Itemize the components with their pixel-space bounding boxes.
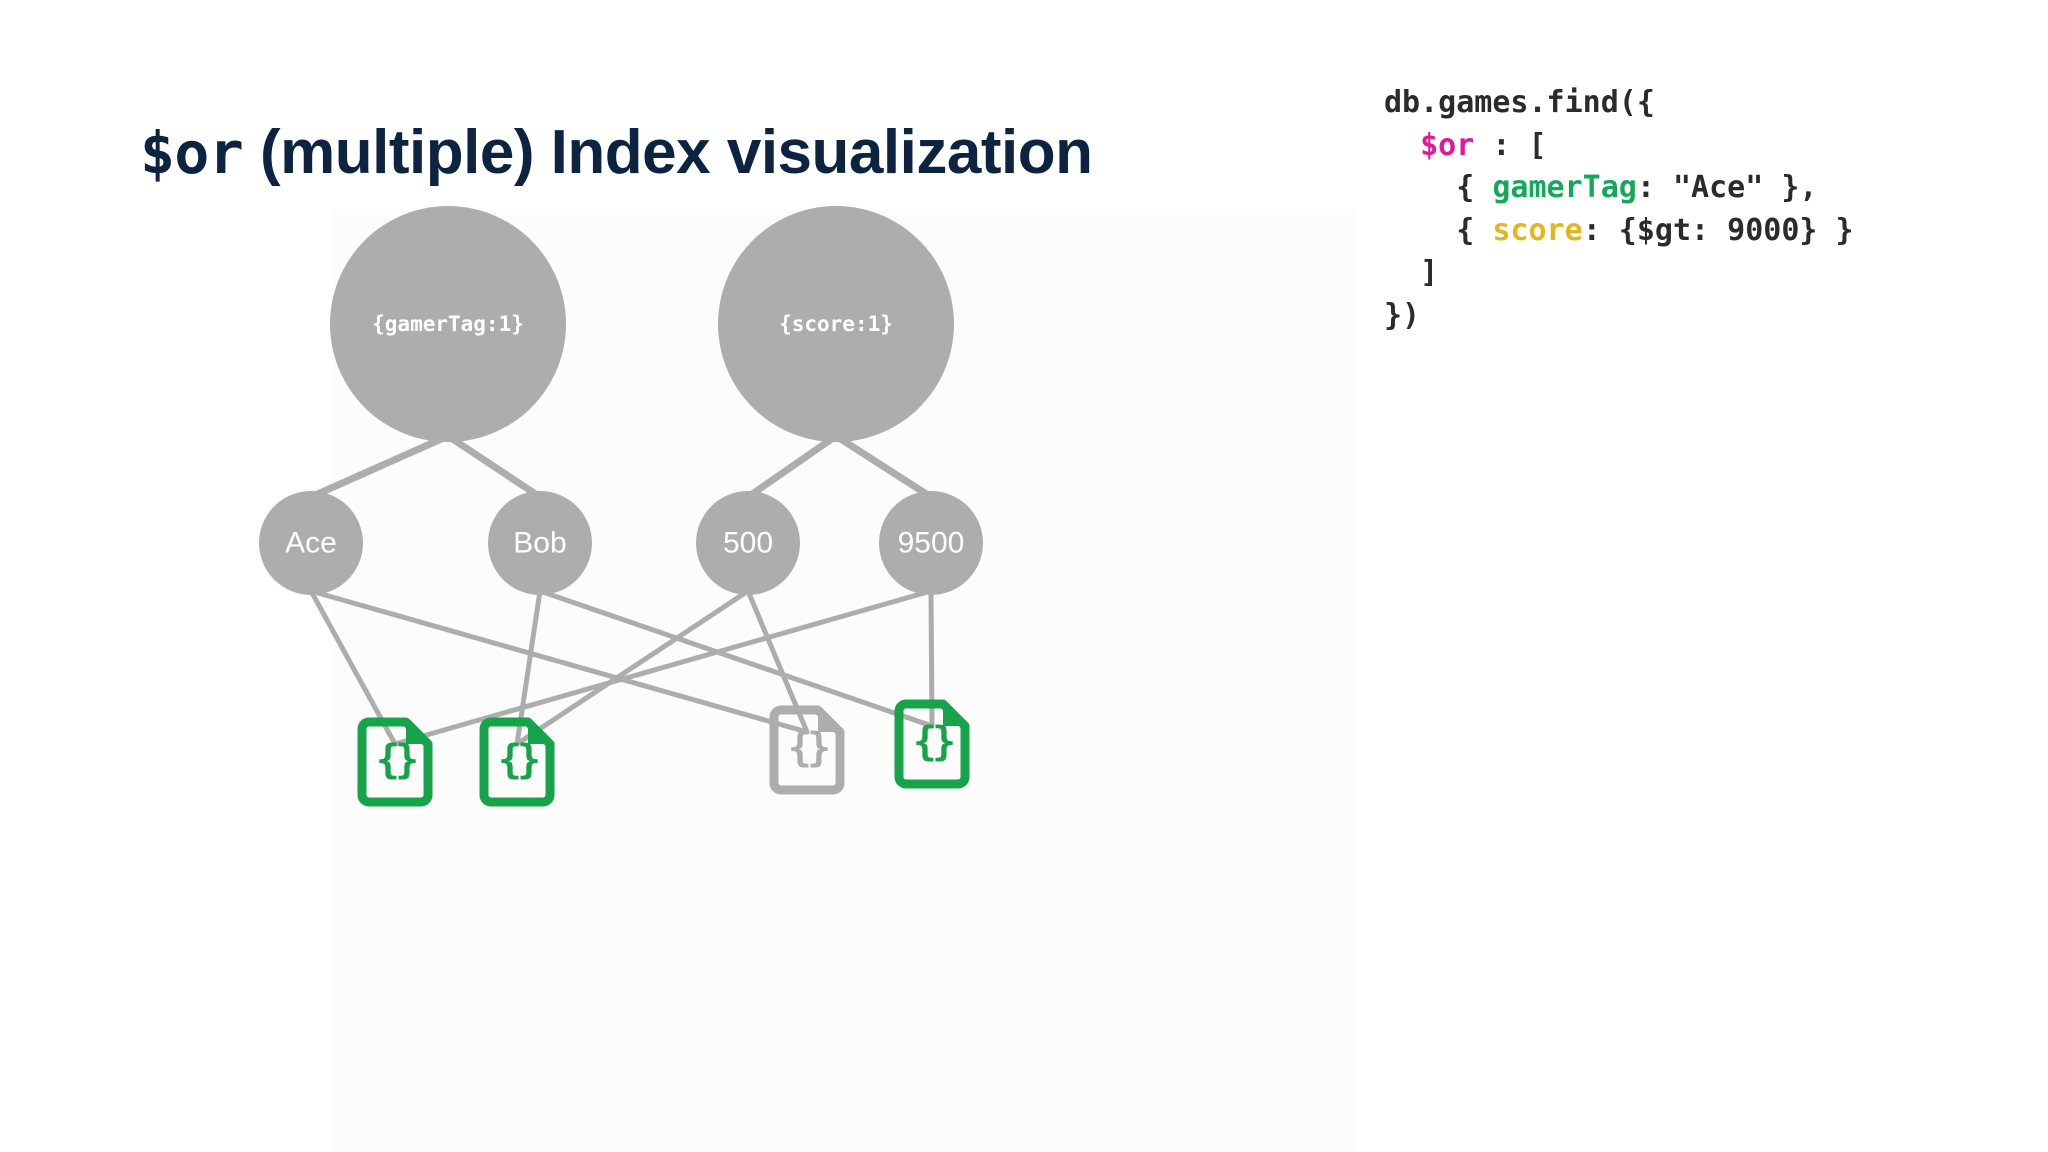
code-token-plain: }) <box>1384 297 1421 333</box>
document-outline <box>357 717 433 807</box>
document-fold-corner <box>406 722 428 744</box>
json-document-icon[interactable]: {} <box>479 717 555 807</box>
edge-index-to-key <box>307 432 452 501</box>
code-token-field: score <box>1492 212 1583 248</box>
json-document-icon[interactable]: {} <box>769 705 845 795</box>
code-token-plain: db.games.find({ <box>1384 85 1655 120</box>
code-token-plain: { <box>1456 212 1493 248</box>
json-braces-glyph: {} <box>913 719 953 765</box>
code-line: ] <box>1384 255 1438 290</box>
document-fold-corner <box>528 722 550 744</box>
edge-index-to-key <box>444 432 544 501</box>
document-fold-corner <box>818 710 840 732</box>
index-key-node[interactable]: Bob <box>488 491 592 595</box>
index-key-circle <box>488 491 592 595</box>
edge-key-to-document <box>308 588 810 735</box>
code-token-plain: : "Ace" }, <box>1636 170 1818 206</box>
code-line: { score: {$gt: 9000} } <box>1384 212 1854 248</box>
index-node-label: {gamerTag:1} <box>372 312 524 336</box>
index-key-label: Ace <box>285 527 337 560</box>
page-title-rest: (multiple) Index visualization <box>243 118 1093 187</box>
edge-layer <box>307 432 935 747</box>
edge-index-to-key <box>832 432 935 501</box>
page-title-operator: $or <box>140 119 244 187</box>
code-token-plain: { <box>1456 170 1493 206</box>
document-layer: {} {} {} {} <box>357 699 970 807</box>
document-fold-corner <box>943 704 965 726</box>
edge-key-to-document <box>392 588 934 747</box>
document-outline <box>479 717 555 807</box>
index-node-circle <box>718 206 954 442</box>
index-key-node[interactable]: 500 <box>696 491 800 595</box>
json-document-icon[interactable]: {} <box>357 717 433 807</box>
code-snippet: db.games.find({ $or : [ { gamerTag: "Ace… <box>1384 82 1854 338</box>
edge-index-to-key <box>744 432 840 501</box>
page-title: $or (multiple) Index visualization <box>140 119 1093 187</box>
edge-key-to-document <box>514 588 751 747</box>
code-token-operator: $or <box>1420 127 1475 163</box>
index-key-node[interactable]: Ace <box>259 491 363 595</box>
code-token-field: gamerTag <box>1492 170 1637 206</box>
document-outline <box>894 699 970 789</box>
index-key-circle <box>259 491 363 595</box>
code-token-plain: : [ <box>1474 127 1547 163</box>
code-line: }) <box>1384 298 1420 333</box>
index-key-node[interactable]: 9500 <box>879 491 983 595</box>
code-line: $or : [ <box>1384 127 1547 163</box>
index-key-label: 9500 <box>898 527 965 560</box>
json-braces-glyph: {} <box>788 725 828 771</box>
code-line: { gamerTag: "Ace" }, <box>1384 170 1818 206</box>
edge-key-to-document <box>537 588 935 729</box>
json-braces-glyph: {} <box>498 737 538 783</box>
code-token-plain: ] <box>1420 255 1439 291</box>
index-key-label: 500 <box>723 527 773 560</box>
index-node[interactable]: {score:1} <box>718 206 954 442</box>
json-document-icon[interactable]: {} <box>894 699 970 789</box>
index-node-label: {score:1} <box>779 312 893 336</box>
index-key-label: Bob <box>513 527 566 560</box>
index-key-circle <box>879 491 983 595</box>
document-outline <box>769 705 845 795</box>
node-layer: {gamerTag:1} {score:1} Ace Bob 500 9500 <box>259 206 983 595</box>
index-node[interactable]: {gamerTag:1} <box>330 206 566 442</box>
index-node-circle <box>330 206 566 442</box>
json-braces-glyph: {} <box>376 737 416 783</box>
code-line: db.games.find({ <box>1384 85 1655 120</box>
code-token-plain: : {$gt: 9000} } <box>1582 212 1854 248</box>
index-key-circle <box>696 491 800 595</box>
